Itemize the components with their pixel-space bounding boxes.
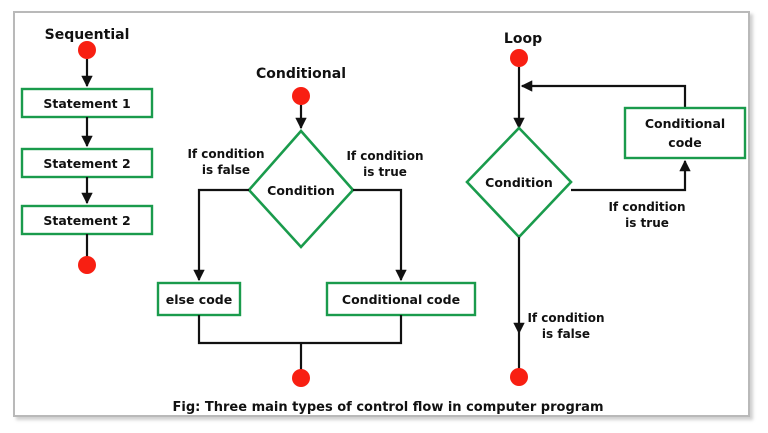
loop-false-label-line1: If condition [527, 311, 604, 325]
loop-end-dot [510, 368, 528, 386]
sequential-step-1-label: Statement 1 [43, 96, 130, 111]
conditional-true-path [353, 188, 407, 282]
conditional-merge-path [197, 315, 403, 345]
conditional-code-box[interactable] [325, 281, 477, 317]
loop-false-label-line2: is false [542, 327, 590, 341]
conditional-code-label: Conditional code [342, 292, 460, 307]
sequential-title: Sequential [45, 27, 130, 43]
conditional-decision-diamond[interactable] [247, 129, 355, 249]
loop-decision-label: Condition [485, 175, 553, 190]
conditional-true-label-line1: If condition [346, 149, 423, 163]
figure-caption: Fig: Three main types of control flow in… [173, 400, 604, 415]
conditional-true-label-line2: is true [363, 165, 407, 179]
conditional-start-dot [292, 87, 310, 105]
loop-body-label-line2: code [668, 135, 701, 150]
sequential-step-2-label: Statement 2 [43, 156, 130, 171]
loop-true-label-line1: If condition [608, 200, 685, 214]
conditional-false-label-line1: If condition [187, 147, 264, 161]
conditional-else-label: else code [166, 292, 232, 307]
loop-body-label-line1: Conditional [645, 116, 725, 131]
conditional-false-label-line2: is false [202, 163, 250, 177]
loop-true-path [571, 159, 691, 192]
sequential-step-2-box[interactable] [20, 147, 154, 179]
sequential-step-3-label: Statement 2 [43, 213, 130, 228]
loop-true-label-line2: is true [625, 216, 669, 230]
conditional-else-box[interactable] [156, 281, 242, 317]
conditional-false-path [193, 188, 249, 282]
sequential-flow: Sequential Statement 1 Statement 2 State… [20, 27, 154, 274]
loop-flow: Loop Condition If condition is true Cond… [465, 31, 747, 386]
sequential-start-dot [78, 41, 96, 59]
loop-title: Loop [504, 31, 542, 47]
sequential-end-dot [78, 256, 96, 274]
conditional-end-dot [292, 369, 310, 387]
conditional-decision-label: Condition [267, 183, 335, 198]
conditional-flow: Conditional Condition If condition is fa… [156, 66, 477, 387]
loop-feedback-path [520, 80, 687, 108]
loop-start-dot [510, 49, 528, 67]
sequential-step-1-box[interactable] [20, 87, 154, 119]
loop-body-box[interactable] [623, 106, 747, 160]
conditional-title: Conditional [256, 66, 346, 82]
